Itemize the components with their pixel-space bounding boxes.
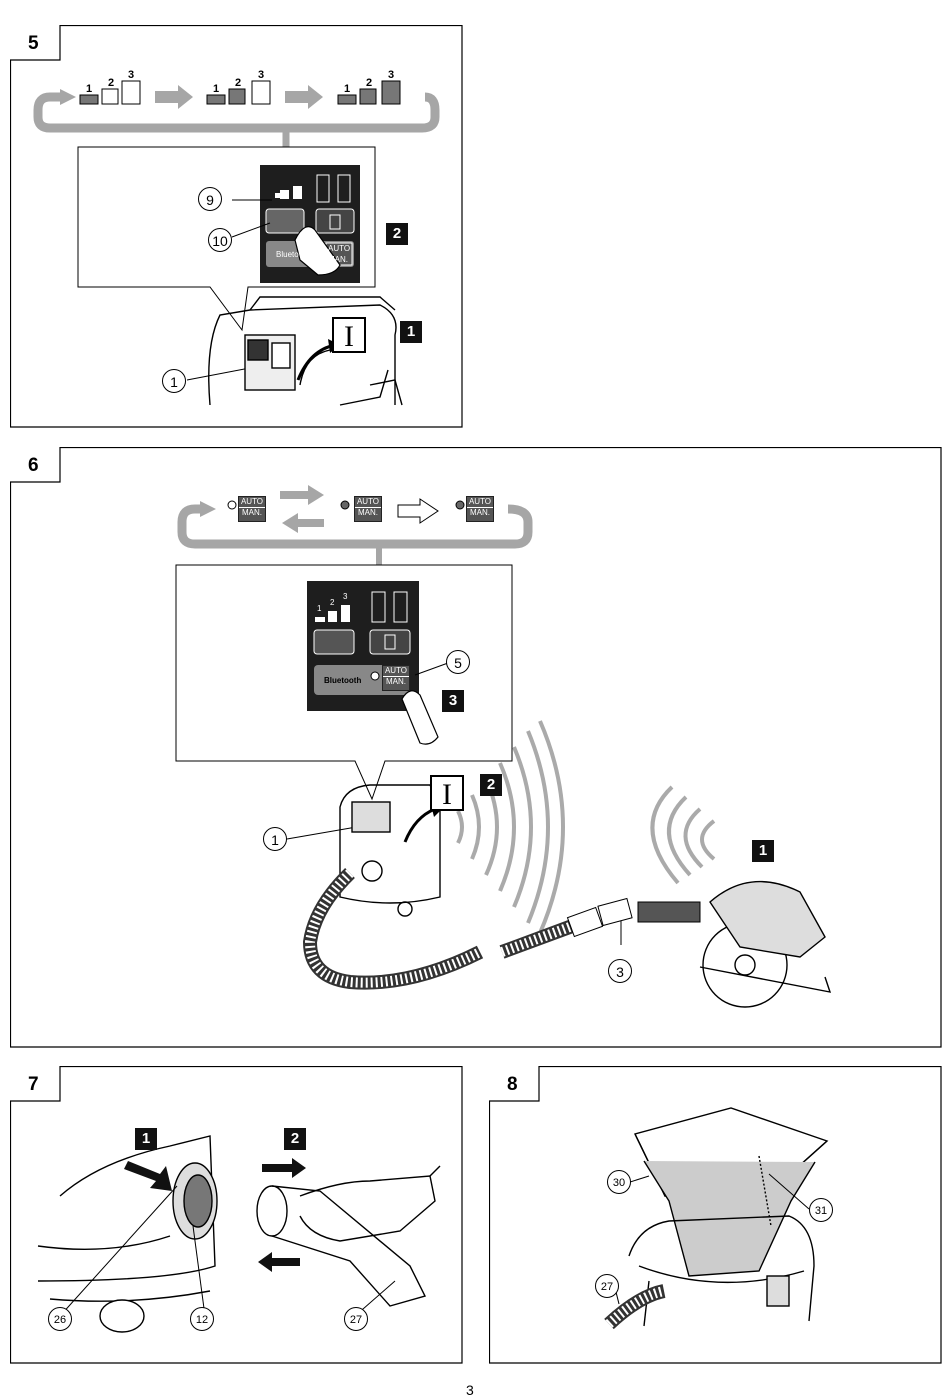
callout-1: 1 [162, 369, 186, 393]
panel-bluetooth-label: Bluetooth [324, 676, 362, 685]
step-badge-3: 3 [442, 690, 464, 712]
callout-30: 30 [607, 1170, 631, 1194]
step-badge-2: 2 [386, 223, 408, 245]
level-1-label: 1 [344, 83, 351, 95]
circular-saw [699, 880, 832, 1008]
step-badge-1: 1 [752, 840, 774, 862]
figure-number: 7 [28, 1074, 39, 1095]
page-number: 3 [466, 1382, 474, 1398]
level-2-label: 2 [235, 77, 242, 89]
level-2-label: 2 [108, 77, 115, 89]
callout-12: 12 [190, 1307, 214, 1331]
level-3-label: 3 [343, 592, 348, 601]
callout-9: 9 [198, 187, 222, 211]
figure-number: 6 [28, 455, 39, 476]
step-badge-2: 2 [480, 774, 502, 796]
figure-number: 5 [28, 33, 39, 54]
level-2-label: 2 [366, 77, 373, 89]
panel-auto-label: AUTO [328, 244, 351, 253]
level-1-label: 1 [86, 83, 93, 95]
panel-bluetooth-label: Blueto [276, 250, 299, 259]
vacuum-cleaner [208, 296, 403, 406]
figure-5: 5 1 2 3 1 2 3 1 2 3 Blueto AUTO MAN. 9 1… [10, 25, 463, 428]
step-badge-2: 2 [284, 1128, 306, 1150]
finger [294, 226, 341, 276]
level-3-label: 3 [128, 69, 135, 81]
level-group-2 [206, 80, 271, 105]
panel-man-label: MAN. [328, 255, 348, 264]
callout-27: 27 [595, 1274, 619, 1298]
vacuum-cleaner [339, 784, 441, 917]
level-3-label: 3 [258, 69, 265, 81]
level-group-3 [337, 80, 401, 105]
callout-3: 3 [608, 959, 632, 983]
dust-bag [634, 1107, 829, 1277]
hose-with-hand [256, 1165, 441, 1307]
figure-7-frame [10, 1066, 463, 1364]
level-1-label: 1 [213, 83, 220, 95]
callout-5: 5 [446, 650, 470, 674]
figure-6-frame [10, 447, 942, 1048]
level-1-label: 1 [317, 604, 322, 613]
power-switch-symbol: I [430, 775, 464, 811]
level-3-label: 3 [388, 69, 395, 81]
callout-10: 10 [208, 228, 232, 252]
callout-27: 27 [344, 1307, 368, 1331]
level-group-1 [79, 80, 141, 105]
figure-7: 7 1 2 26 12 27 [10, 1066, 463, 1364]
callout-1: 1 [263, 827, 287, 851]
figure-number: 8 [507, 1074, 518, 1095]
callout-31: 31 [809, 1198, 833, 1222]
figure-8: 8 30 30 31 27 [489, 1066, 942, 1364]
wireless-signal-waves [456, 720, 716, 934]
step-badge-1: 1 [135, 1128, 157, 1150]
vacuum-side-view [37, 1135, 218, 1333]
power-switch-symbol: I [332, 317, 366, 353]
callout-26: 26 [48, 1307, 72, 1331]
step-badge-1: 1 [400, 321, 422, 343]
loop-arrowhead [60, 89, 76, 105]
level-2-label: 2 [330, 598, 335, 607]
vacuum-housing [628, 1215, 815, 1327]
figure-8-frame [489, 1066, 942, 1364]
